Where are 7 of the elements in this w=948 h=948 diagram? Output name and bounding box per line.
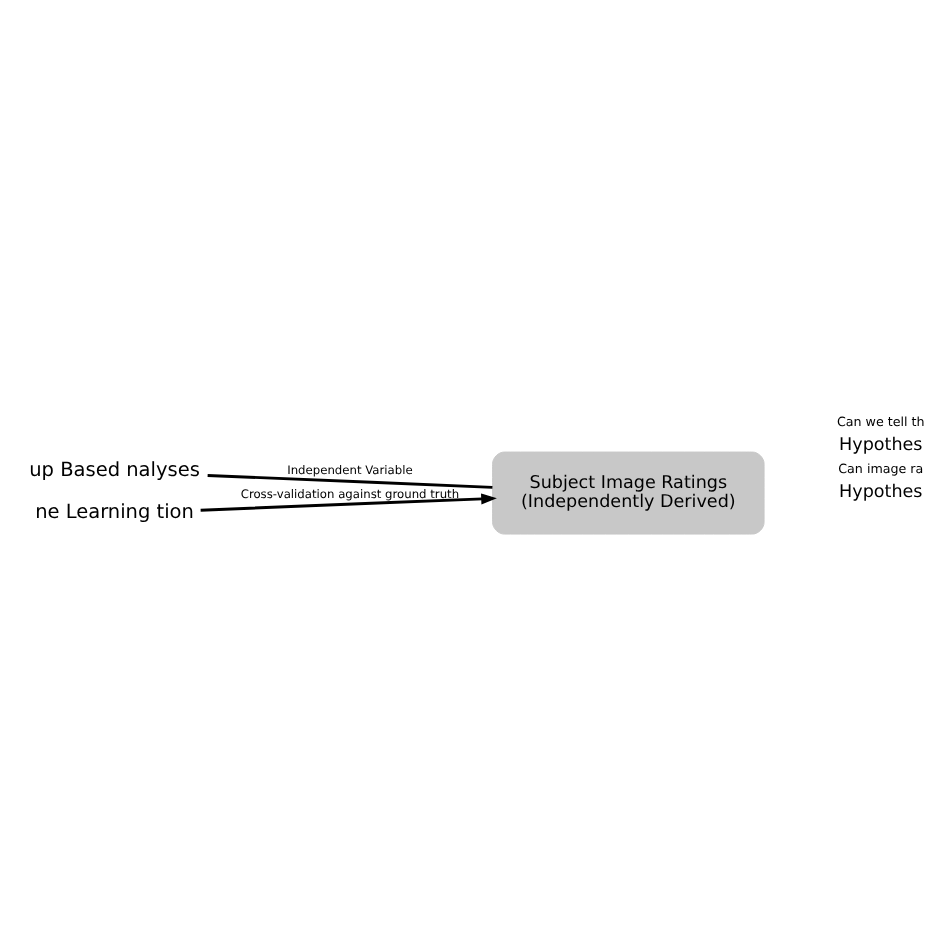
label: Hypothes xyxy=(839,482,923,503)
node-box: Subject Image Ratings (Independently Derived) xyxy=(492,450,765,534)
node-text: up Based nalyses xyxy=(29,459,200,482)
node-text: ne Learning tion xyxy=(35,501,194,524)
arrow xyxy=(200,492,497,511)
label: Hypothes xyxy=(839,435,923,456)
connector xyxy=(207,473,493,488)
